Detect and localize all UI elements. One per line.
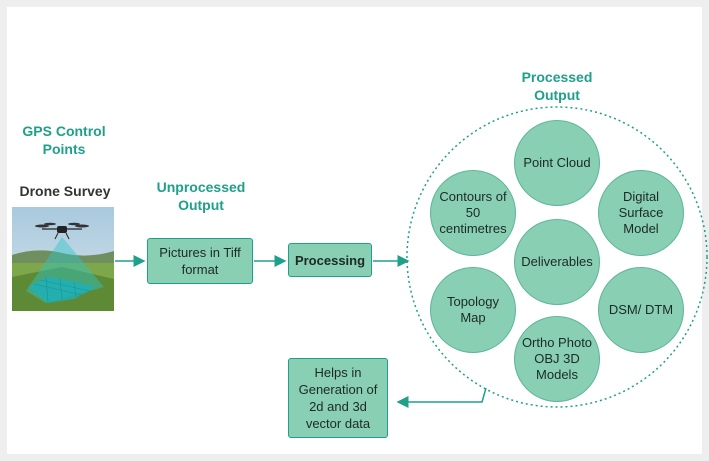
deliverables-ring — [406, 106, 708, 408]
point-cloud-circle: Point Cloud — [514, 120, 600, 206]
drone-icon — [35, 222, 89, 240]
pictures-in-tiff-box: Pictures in Tiff format — [147, 238, 253, 284]
contours-circle: Contours of 50 centimetres — [430, 170, 516, 256]
gps-control-points-label: GPS Control Points — [22, 123, 106, 157]
processed-output-label: Processed Output — [521, 69, 593, 103]
processing-box: Processing — [288, 243, 372, 277]
deliverables-circle: Deliverables — [514, 219, 600, 305]
digital-surface-model-circle: Digital Surface Model — [598, 170, 684, 256]
ortho-photo-circle: Ortho Photo OBJ 3D Models — [514, 316, 600, 402]
drone-survey-label: Drone Survey — [19, 183, 111, 199]
helps-generation-box: Helps in Generation of 2d and 3d vector … — [288, 358, 388, 438]
topology-map-circle: Topology Map — [430, 267, 516, 353]
unprocessed-output-label: Unprocessed Output — [156, 179, 246, 213]
dsm-dtm-circle: DSM/ DTM — [598, 267, 684, 353]
arrow-to-helps — [396, 387, 487, 408]
drone-survey-image — [12, 207, 114, 311]
